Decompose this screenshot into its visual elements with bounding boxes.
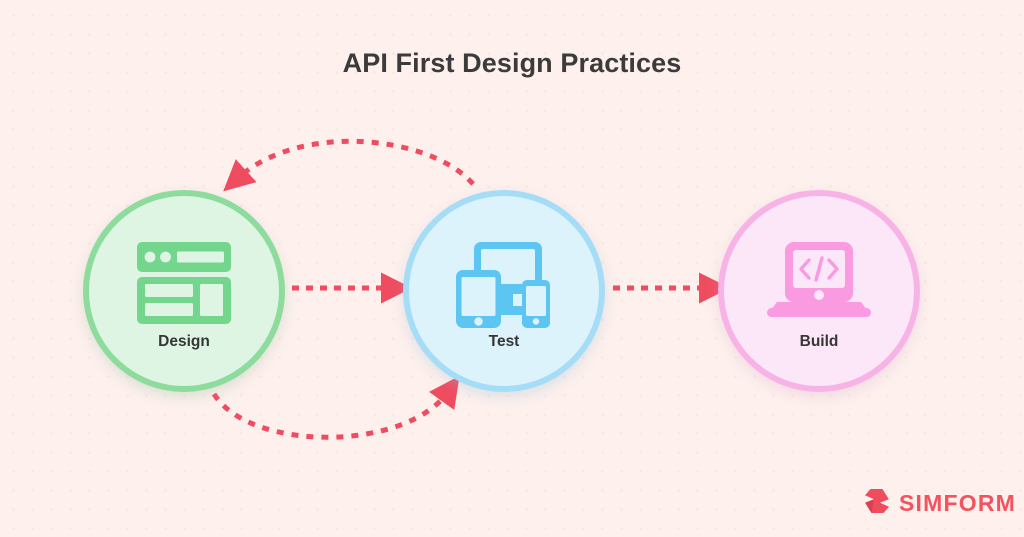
node-build-label: Build [799,333,839,350]
simform-wordmark: SIMFORM [899,490,1016,516]
connector-test-to-design-top [223,138,475,192]
responsive-devices-icon [454,242,554,333]
node-test[interactable]: Test [403,190,605,392]
node-design[interactable]: Design [83,190,285,392]
node-build[interactable]: Build [718,190,920,392]
wireframe-browser-icon [137,242,231,329]
laptop-code-icon [765,242,873,327]
simform-logo: SIMFORM [862,486,1016,521]
connector-design-to-test-bottom [211,375,460,440]
page-title: API First Design Practices [342,48,682,78]
simform-s-mark-icon [862,486,892,521]
node-design-label: Design [158,333,210,350]
node-test-label: Test [488,333,520,350]
